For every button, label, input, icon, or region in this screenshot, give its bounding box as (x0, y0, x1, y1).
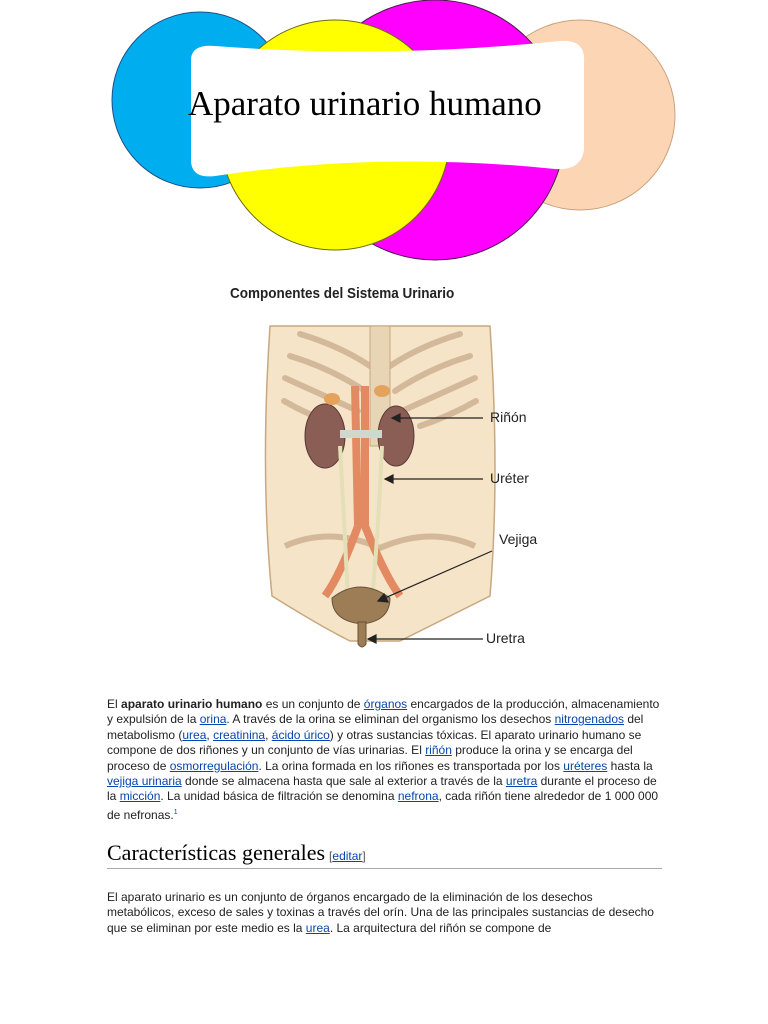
edit-link[interactable]: editar (332, 849, 363, 863)
text: durante el proceso de la (107, 774, 657, 804)
label-ureter: Uréter (490, 470, 529, 486)
link-urea[interactable]: urea (182, 727, 207, 742)
intro-paragraph: El aparato urinario humano es un conjunt… (107, 697, 662, 823)
section-heading: Características generales[editar] (107, 840, 662, 869)
text: hasta la (607, 758, 653, 773)
vena-cava (361, 386, 404, 599)
link-creatinina[interactable]: creatinina (213, 727, 266, 742)
link-osmorregulacion[interactable]: osmorregulación (169, 758, 259, 773)
link-rinon[interactable]: riñón (425, 743, 452, 758)
text: . A través de la orina se eliminan del o… (226, 712, 555, 727)
bracket: ] (362, 849, 366, 863)
bracket: [ (329, 849, 333, 863)
page-title: Aparato urinario humano (188, 84, 542, 123)
link-uretra[interactable]: uretra (505, 774, 538, 789)
edit-section: [editar] (329, 849, 366, 863)
pelvis (283, 533, 477, 552)
label-bladder: Vejiga (499, 531, 538, 547)
label-kidney: Riñón (490, 409, 527, 425)
link-urea-2[interactable]: urea (305, 920, 330, 935)
label-pointers (366, 413, 493, 644)
link-organos[interactable]: órganos (363, 697, 408, 711)
title-scroll-shape (191, 40, 585, 177)
text: . La arquitectura del riñón se compone d… (329, 920, 552, 935)
link-nitrogenados[interactable]: nitrogenados (554, 712, 624, 727)
link-vejiga-urinaria[interactable]: vejiga urinaria (107, 774, 182, 789)
text: . La orina formada en los riñones es tra… (258, 758, 564, 773)
text: , (265, 727, 272, 742)
link-nefrona[interactable]: nefrona (397, 789, 439, 804)
text: es un conjunto de (262, 697, 364, 711)
urinary-system-illustration (264, 325, 496, 648)
link-orina[interactable]: orina (199, 712, 227, 727)
link-acido-urico[interactable]: ácido úrico (271, 727, 330, 742)
bold-term: aparato urinario humano (121, 697, 263, 711)
text: . La unidad básica de filtración se deno… (160, 789, 398, 804)
bladder (331, 586, 391, 625)
urethra (357, 621, 367, 648)
right-ureter (370, 445, 384, 602)
title-banner (111, 0, 676, 261)
link-miccion[interactable]: micción (119, 789, 161, 804)
text: El aparato urinario es un conjunto de ór… (107, 890, 654, 935)
label-urethra: Uretra (486, 630, 525, 646)
text: donde se almacena hasta que sale al exte… (181, 774, 506, 789)
text: produce la orina y se encarga del proces… (107, 743, 633, 773)
text: , (206, 727, 214, 742)
text: encargados de la producción, almacenamie… (107, 697, 660, 727)
right-adrenal (374, 385, 390, 397)
aorta (321, 385, 363, 599)
text: , cada riñón tiene alrededor de 1 000 00… (107, 789, 659, 822)
text: El (107, 697, 122, 711)
footnote-ref[interactable]: 1 (173, 808, 178, 816)
left-ureter (338, 445, 350, 602)
ribcage (281, 331, 479, 429)
text: del metabolismo ( (107, 712, 644, 742)
left-adrenal (324, 393, 340, 405)
section-paragraph: El aparato urinario es un conjunto de ór… (107, 890, 662, 936)
link-ureteres[interactable]: uréteres (563, 758, 608, 773)
section-title: Características generales (107, 840, 326, 865)
figure-title: Componentes del Sistema Urinario (230, 285, 455, 302)
text: ) y otras sustancias tóxicas. El aparato… (107, 727, 642, 758)
